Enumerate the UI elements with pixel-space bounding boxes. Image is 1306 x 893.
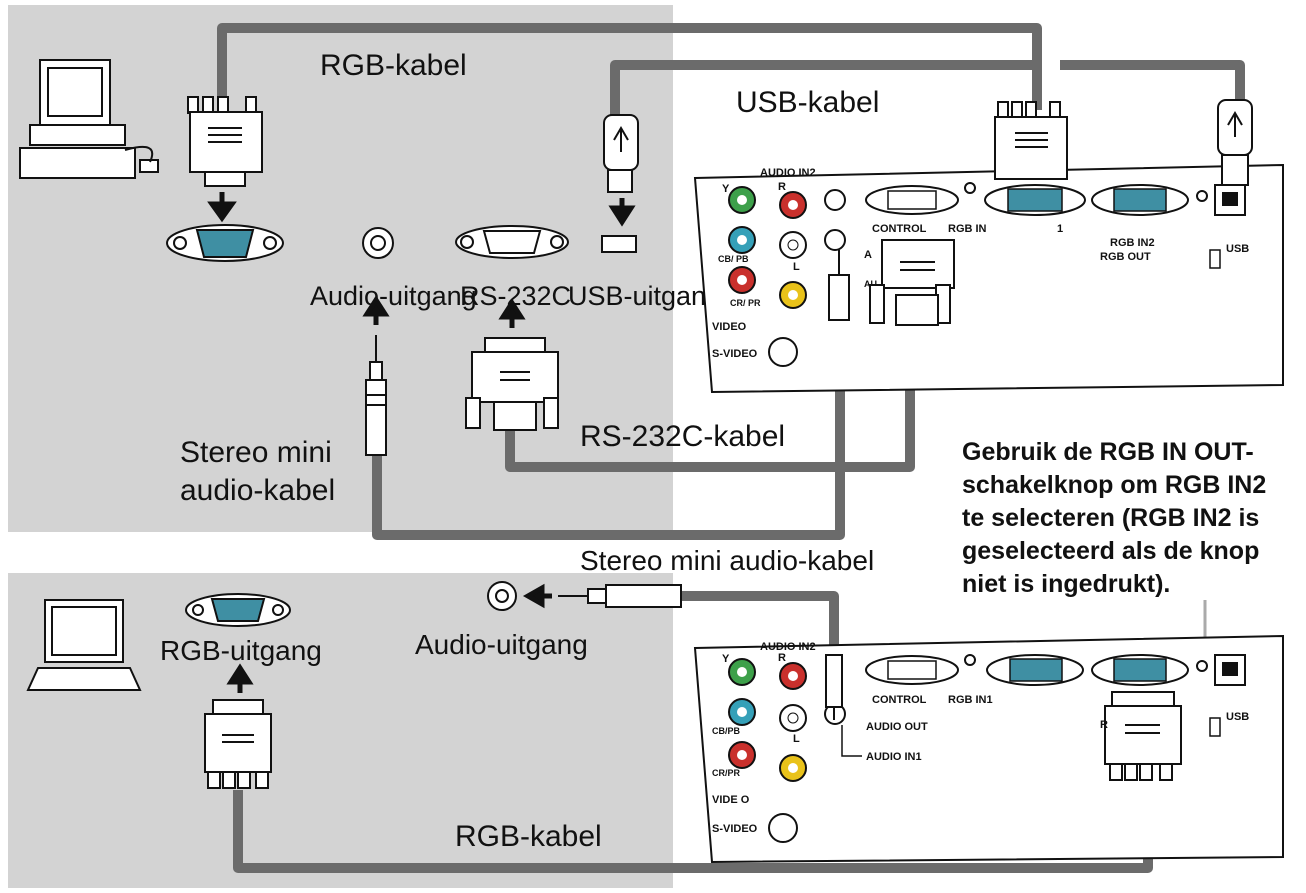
panel-top-a: A: [864, 249, 872, 261]
panel-top-usb: USB: [1226, 243, 1249, 255]
audio-in1-pointer: [841, 725, 862, 757]
svg-text:niet is ingedrukt).: niet is ingedrukt).: [962, 570, 1170, 598]
rgb-plug-at-projector-icon: [1104, 691, 1182, 781]
panel-top-r: R: [778, 181, 786, 193]
panel-top-one: 1: [1057, 223, 1063, 235]
panel-top-audio-in2: AUDIO IN2: [760, 167, 816, 179]
panel-bottom-cr-pr: CR/PR: [712, 768, 741, 778]
svg-text:geselecteerd als de knop: geselecteerd als de knop: [962, 537, 1259, 565]
up-arrow-icon: [362, 295, 390, 325]
panel-top-cb-pb: CB/ PB: [718, 254, 749, 264]
rgb-cable-plug-icon: [187, 96, 263, 187]
panel-bottom-audio-in1: AUDIO IN1: [866, 751, 922, 763]
panel-bottom-audio-in2: AUDIO IN2: [760, 641, 816, 653]
stereo-mini-plug-icon: [558, 584, 682, 608]
top-cables: [217, 23, 1245, 540]
projector-panel-bottom: [693, 634, 1284, 864]
panel-top-s-video: S-VIDEO: [712, 348, 758, 360]
panel-top-y: Y: [722, 183, 730, 195]
rgb-cable-plug-icon: [204, 699, 272, 789]
audio-jack-icon: [487, 581, 517, 611]
svg-text:schakelknop om RGB IN2: schakelknop om RGB IN2: [962, 471, 1266, 499]
panel-bottom-s-video: S-VIDEO: [712, 823, 758, 835]
svg-text:te selecteren (RGB IN2 is: te selecteren (RGB IN2 is: [962, 504, 1259, 532]
rs232c-cable-label: RS-232C-kabel: [580, 420, 785, 453]
left-arrow-icon: [522, 583, 552, 609]
panel-bottom-r2: R: [1100, 719, 1108, 731]
stereo-plug-at-projector-icon: [825, 654, 843, 720]
panel-bottom-cb-pb: CB/PB: [712, 726, 741, 736]
usb-cable-plug-icon: [603, 114, 639, 193]
rs232c-cable-plug-icon: [465, 337, 559, 431]
laptop-computer-icon: [26, 599, 142, 691]
panel-top-cr-pr: CR/ PR: [730, 298, 761, 308]
panel-top-video: VIDEO: [712, 321, 747, 333]
down-arrow-icon: [207, 192, 237, 223]
panel-top-control: CONTROL: [872, 223, 927, 235]
svg-text:Gebruik de RGB IN OUT-: Gebruik de RGB IN OUT-: [962, 438, 1254, 466]
rgb-output-label: RGB-uitgang: [160, 635, 322, 666]
up-arrow-icon: [498, 298, 526, 328]
rs232c-plug-at-projector-icon: [869, 239, 955, 326]
rgb-switch-note: Gebruik de RGB IN OUT- schakelknop om RG…: [962, 438, 1266, 598]
stereo-cable-label: Stereo mini audio-kabel: [580, 545, 874, 576]
panel-top-rgb-in2: RGB IN2: [1110, 237, 1155, 249]
projector-panel-top: [693, 163, 1284, 394]
up-arrow-icon: [226, 663, 254, 693]
usb-output-label: USB-uitgang: [568, 281, 721, 311]
panel-top-rgb-out: RGB OUT: [1100, 251, 1151, 263]
stereo-cable-label-line1: Stereo mini: [180, 436, 332, 469]
usb-cable-label: USB-kabel: [736, 86, 879, 119]
stereo-plug-at-projector-icon: [828, 250, 850, 321]
panel-bottom-l: L: [793, 733, 800, 745]
panel-bottom-y: Y: [722, 653, 730, 665]
desktop-computer-icon: [19, 59, 159, 179]
rgb-plug-at-projector-icon: [994, 101, 1068, 180]
stereo-mini-plug-icon: [365, 335, 387, 456]
audio-output-label: Audio-uitgang: [415, 629, 588, 660]
audio-output-label: Audio-uitgang: [310, 281, 477, 311]
panel-bottom-video: VIDE O: [712, 794, 750, 806]
usb-port-icon: [601, 235, 637, 253]
rgb-cable-label: RGB-kabel: [455, 820, 602, 853]
panel-top-l: L: [793, 261, 800, 273]
stereo-cable-label-line2: audio-kabel: [180, 474, 335, 507]
audio-jack-icon: [362, 227, 394, 259]
panel-bottom-audio-out: AUDIO OUT: [866, 721, 928, 733]
vga-port-icon: [185, 593, 291, 627]
panel-bottom-r: R: [778, 652, 786, 664]
vga-port-icon: [166, 224, 284, 262]
panel-bottom-usb: USB: [1226, 711, 1249, 723]
panel-bottom-rgb-in1: RGB IN1: [948, 694, 993, 706]
down-arrow-icon: [608, 198, 636, 227]
rgb-cable-label: RGB-kabel: [320, 49, 467, 82]
usb-plug-at-projector-icon: [1217, 99, 1253, 186]
panel-top-rgb-in: RGB IN: [948, 223, 987, 235]
rs232c-port-icon: [455, 225, 569, 259]
panel-bottom-control: CONTROL: [872, 694, 927, 706]
top-scene-background: [8, 5, 673, 532]
